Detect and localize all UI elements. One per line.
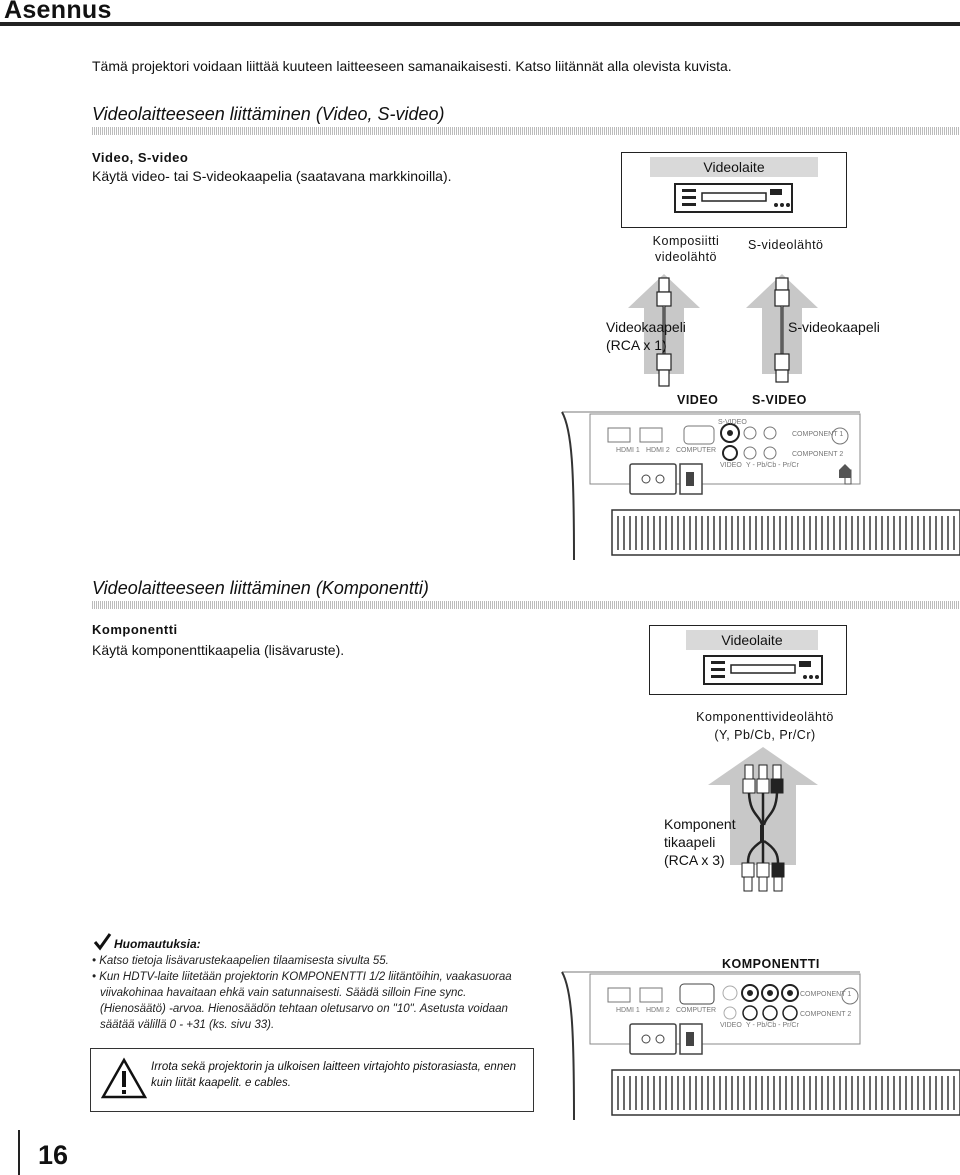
section1-subtitle: Video, S-video	[92, 150, 189, 165]
component-output-line1: Komponenttivideolähtö	[696, 710, 834, 724]
panel1-computer: COMPUTER	[676, 447, 716, 454]
header-rule	[0, 22, 960, 26]
warning-icon	[101, 1057, 147, 1099]
section1-rule	[92, 127, 960, 135]
component-cable-label: Komponent tikaapeli (RCA x 3)	[664, 815, 736, 869]
video-device-title: Videolaite	[650, 157, 818, 177]
video-cable-label: Videokaapeli (RCA x 1)	[606, 318, 686, 354]
panel2-video: VIDEO	[720, 1022, 742, 1029]
video-cable-line1: Videokaapeli	[606, 319, 686, 335]
checkmark-icon	[93, 933, 112, 951]
panel2-ypbpr: Y - Pb/Cb - Pr/Cr	[746, 1022, 799, 1029]
note-text-1: Katso tietoja lisävarustekaapelien tilaa…	[99, 955, 389, 967]
notes-list: • Katso tietoja lisävarustekaapelien til…	[92, 953, 512, 1033]
warning-text: Irrota sekä projektorin ja ulkoisen lait…	[151, 1061, 517, 1089]
panel1-video: VIDEO	[720, 462, 742, 469]
panel2-computer: COMPUTER	[676, 1007, 716, 1014]
section1-body: Käytä video- tai S-videokaapelia (saatav…	[92, 168, 452, 184]
panel1-hdmi1: HDMI 1	[616, 447, 640, 454]
component-device-box: Videolaite	[649, 625, 847, 695]
notes-heading: Huomautuksia:	[114, 937, 201, 951]
panel2-comp2: COMPONENT 2	[800, 1011, 851, 1018]
panel2-hdmi1: HDMI 1	[616, 1007, 640, 1014]
video-port-label: VIDEO	[677, 393, 719, 407]
note-text-2: Kun HDTV-laite liitetään projektorin KOM…	[99, 971, 512, 1031]
panel2-hdmi2: HDMI 2	[646, 1007, 670, 1014]
page-number-bar	[18, 1130, 20, 1175]
section2-rule	[92, 601, 960, 609]
panel1-ypbpr: Y - Pb/Cb - Pr/Cr	[746, 462, 799, 469]
composite-output-line2: videolähtö	[655, 250, 717, 264]
component-cable-line1: Komponent	[664, 816, 736, 832]
panel1-comp2: COMPONENT 2	[792, 451, 843, 458]
warning-box: Irrota sekä projektorin ja ulkoisen lait…	[90, 1048, 534, 1112]
note-item-1: • Katso tietoja lisävarustekaapelien til…	[92, 955, 389, 967]
note-item-2: • Kun HDTV-laite liitetään projektorin K…	[92, 971, 512, 1031]
svideo-cable-label: S-videokaapeli	[788, 319, 880, 335]
projector-panel-2: HDMI 1 HDMI 2 COMPUTER VIDEO Y - Pb/Cb -…	[561, 971, 960, 1120]
component-output-label: Komponenttivideolähtö (Y, Pb/Cb, Pr/Cr)	[690, 708, 840, 744]
section1-title: Videolaitteeseen liittäminen (Video, S-v…	[92, 104, 445, 124]
component-port-label: KOMPONENTTI	[722, 957, 820, 971]
component-output-line2: (Y, Pb/Cb, Pr/Cr)	[714, 728, 816, 742]
section2-subtitle: Komponentti	[92, 622, 178, 637]
intro-text: Tämä projektori voidaan liittää kuuteen …	[92, 58, 732, 74]
page-number: 16	[38, 1140, 69, 1170]
panel1-svideo: S-VIDEO	[718, 419, 747, 426]
section2-title: Videolaitteeseen liittäminen (Komponentt…	[92, 578, 429, 598]
component-device-title: Videolaite	[686, 630, 818, 650]
composite-output-label: Komposiitti videolähtö	[650, 233, 722, 265]
video-cable-line2: (RCA x 1)	[606, 337, 667, 353]
video-cables-diagram	[628, 274, 818, 387]
video-device-box: Videolaite	[621, 152, 847, 228]
vcr-icon	[674, 183, 793, 213]
component-cable-diagram	[708, 747, 818, 892]
vcr-icon	[703, 655, 823, 685]
projector-panel-1: S-VIDEO HDMI 1 HDMI 2 COMPUTER VIDEO Y -…	[561, 411, 960, 560]
page-header-title: Asennus	[4, 0, 112, 24]
panel2-comp1: COMPONENT 1	[800, 991, 851, 998]
component-cable-line3: (RCA x 3)	[664, 852, 725, 868]
component-cable-line2: tikaapeli	[664, 834, 716, 850]
svideo-port-label: S-VIDEO	[752, 393, 807, 407]
panel1-hdmi2: HDMI 2	[646, 447, 670, 454]
svideo-output-label: S-videolähtö	[748, 238, 824, 252]
panel1-comp1: COMPONENT 1	[792, 431, 843, 438]
section2-body: Käytä komponenttikaapelia (lisävaruste).	[92, 642, 345, 658]
composite-output-line1: Komposiitti	[652, 234, 720, 248]
